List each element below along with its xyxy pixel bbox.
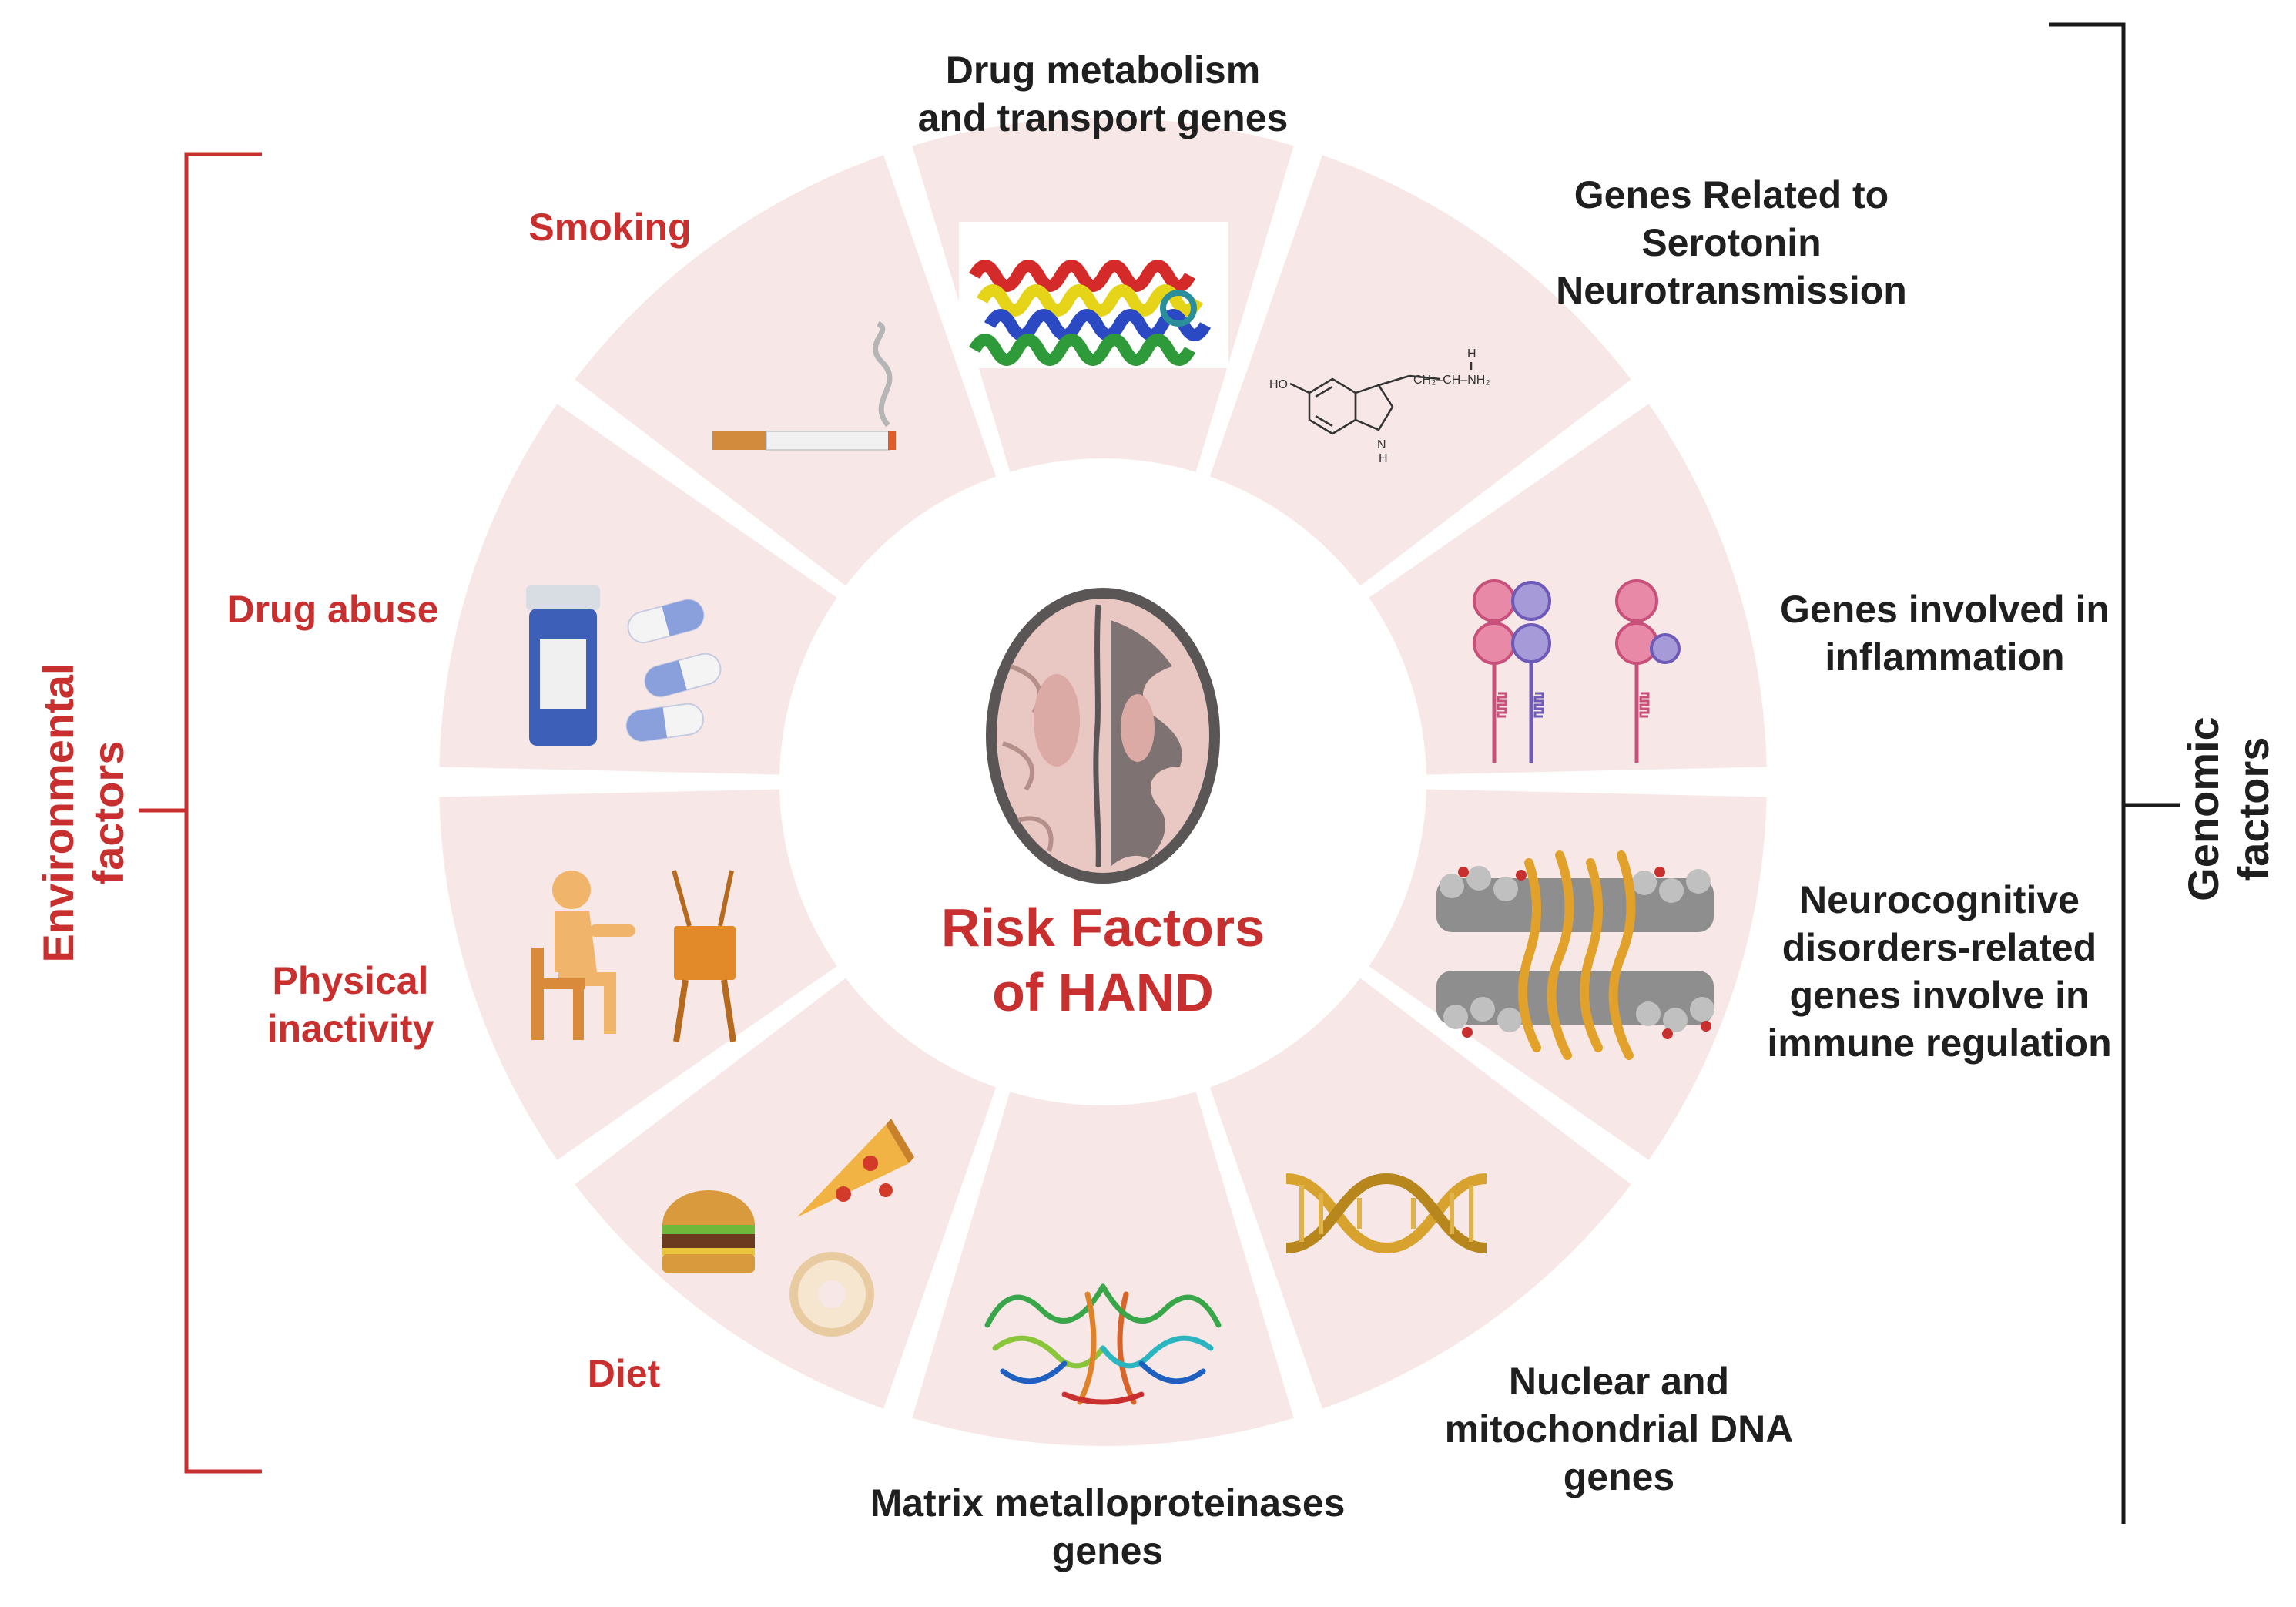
label-drug-abuse: Drug abuse <box>226 588 438 631</box>
label-drug-abuse-line: Drug abuse <box>226 588 438 631</box>
environmental-bracket <box>139 152 262 1474</box>
segment-drug-metabolism <box>1209 155 1631 586</box>
label-mmp-line: Matrix metalloproteinases <box>870 1481 1346 1525</box>
label-smoking: Smoking <box>528 206 691 249</box>
segment-dna <box>912 1092 1294 1446</box>
segment-serotonin <box>1369 404 1767 775</box>
label-drug-metabolism-line: and transport genes <box>918 96 1289 139</box>
membrane-protein-icon <box>1436 850 1714 1060</box>
molecule-n: N <box>1377 438 1386 451</box>
label-inflammation: Genes involved in inflammation <box>1780 588 2110 679</box>
label-immune-regulation: Neurocognitive disorders-related genes inv… <box>1767 878 2111 1065</box>
mmp-protein-icon <box>984 1283 1222 1405</box>
dna-icon <box>1285 1173 1487 1254</box>
label-serotonin-line: Genes Related to <box>1574 173 1889 216</box>
sedentary-person-tv-icon <box>531 870 736 1042</box>
label-physical-inactivity: Physical inactivity <box>267 959 434 1050</box>
center-title-line2: of HAND <box>992 962 1214 1022</box>
genomic-label-line1: Genomic <box>2179 716 2227 901</box>
label-physical-inactivity-line: Physical <box>273 959 429 1002</box>
label-diet: Diet <box>588 1352 661 1395</box>
helix-protein-icon <box>959 222 1228 368</box>
genomic-label-line2: factors <box>2229 737 2278 881</box>
label-smoking-line: Smoking <box>528 206 691 249</box>
label-immune-regulation-line: immune regulation <box>1767 1022 2111 1065</box>
label-physical-inactivity-line: inactivity <box>267 1007 434 1050</box>
cytokine-receptor-icon <box>1473 579 1681 763</box>
label-inflammation-line: inflammation <box>1825 636 2064 679</box>
label-mmp-line: genes <box>1052 1529 1164 1572</box>
segment-mmp <box>575 978 997 1409</box>
label-immune-regulation-line: Neurocognitive <box>1799 878 2080 921</box>
label-drug-metabolism-line: Drug metabolism <box>946 49 1260 92</box>
label-diet-line: Diet <box>588 1352 661 1395</box>
center-title-line1: Risk Factors <box>941 897 1265 958</box>
label-dna-line: mitochondrial DNA <box>1445 1407 1794 1451</box>
environmental-label-line2: factors <box>84 741 132 885</box>
pills-icon <box>526 585 722 746</box>
molecule-chain: CH₂–CH–NH₂ <box>1413 374 1490 387</box>
molecule-ho: HO <box>1269 378 1288 391</box>
label-serotonin-line: Serotonin <box>1641 221 1821 264</box>
label-inflammation-line: Genes involved in <box>1780 588 2110 631</box>
genomic-bracket <box>2049 22 2180 1524</box>
junk-food-icon <box>662 1119 914 1337</box>
label-dna-line: Nuclear and <box>1509 1360 1729 1403</box>
brain-icon <box>986 588 1220 884</box>
segment-drug-abuse <box>575 155 997 586</box>
label-dna-line: genes <box>1564 1455 1675 1498</box>
label-immune-regulation-line: disorders-related <box>1782 926 2097 969</box>
cigarette-icon <box>712 320 896 451</box>
label-serotonin-line: Neurotransmission <box>1556 269 1907 312</box>
serotonin-molecule-icon: HO N H CH₂–CH–NH₂ H <box>1269 347 1490 465</box>
molecule-h-top: H <box>1467 347 1476 361</box>
environmental-label-line1: Environmental <box>34 663 82 963</box>
molecule-h: H <box>1379 452 1388 465</box>
segment-diet <box>439 789 837 1160</box>
label-immune-regulation-line: genes involve in <box>1789 974 2089 1017</box>
